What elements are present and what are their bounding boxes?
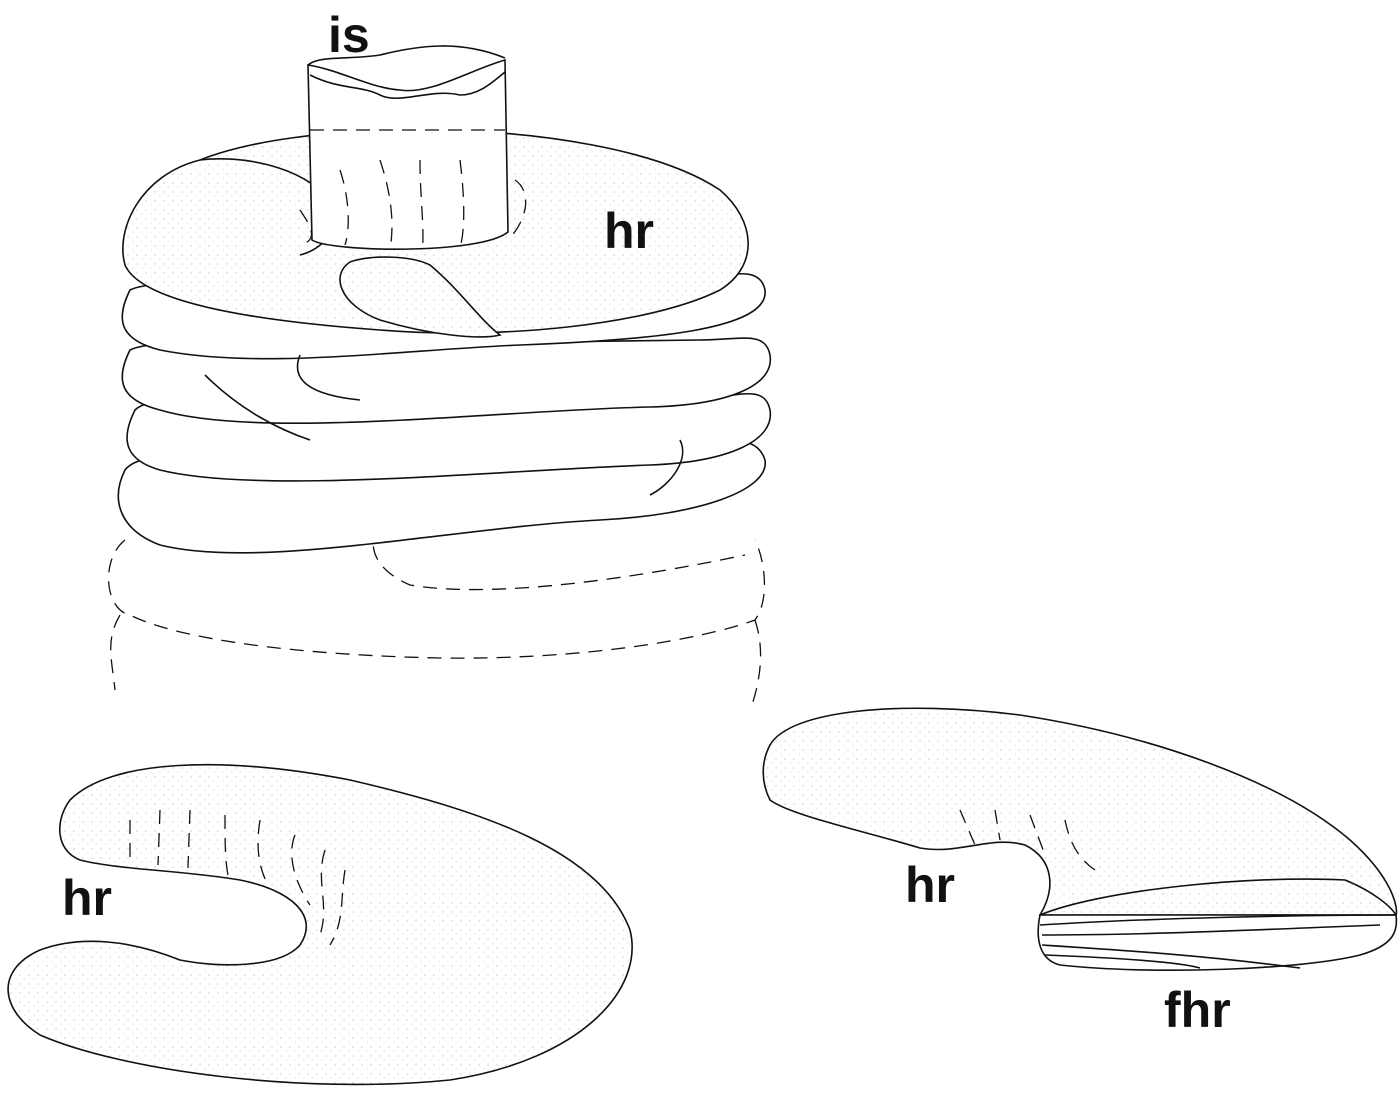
label-hr-bottom-left: hr	[62, 870, 112, 926]
bottom-left-coil	[7, 763, 633, 1086]
label-is: is	[328, 7, 370, 63]
label-fhr: fhr	[1164, 982, 1231, 1038]
inner-stalk	[299, 45, 527, 253]
inner-fold	[339, 256, 502, 338]
label-hr-bottom-right: hr	[905, 857, 955, 913]
bottom-right-fragment	[762, 707, 1398, 971]
label-hr-top: hr	[604, 203, 654, 259]
dashed-lower-whorls	[107, 524, 766, 706]
